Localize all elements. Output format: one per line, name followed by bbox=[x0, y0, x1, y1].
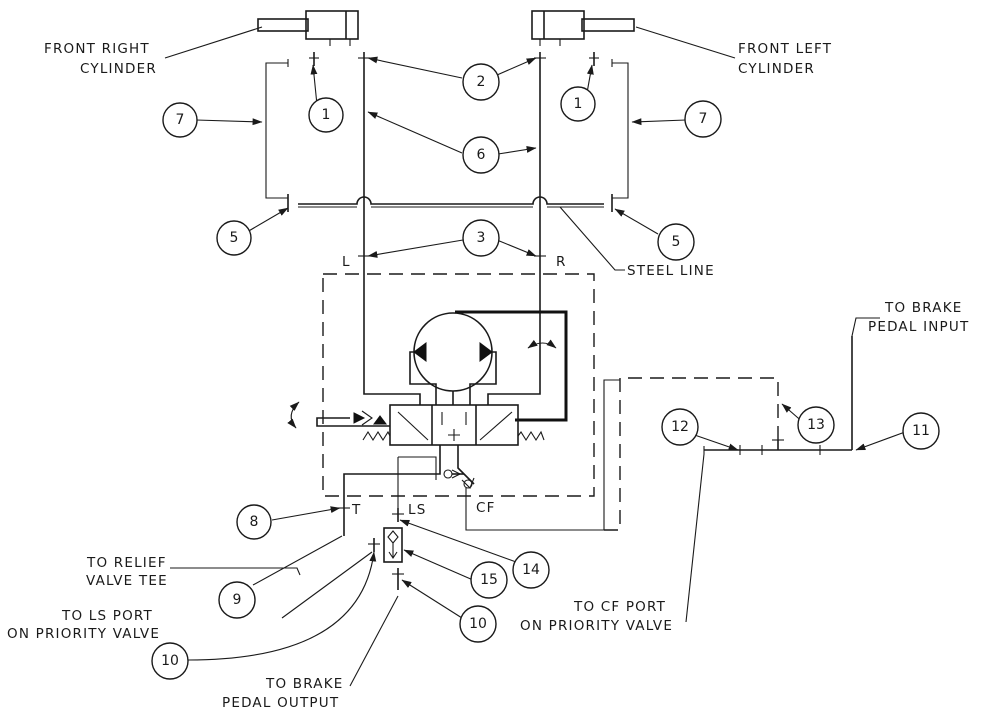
callout-bubble: 7 bbox=[162, 102, 198, 138]
svg-text:1: 1 bbox=[322, 107, 331, 123]
cf-dashed-line bbox=[604, 377, 779, 531]
svg-text:15: 15 bbox=[480, 572, 498, 588]
to-brake-pedal-input-label: PEDAL INPUT bbox=[868, 319, 969, 335]
callout-bubble: 1 bbox=[560, 86, 596, 122]
callout-bubble: 7 bbox=[684, 100, 722, 138]
callout-bubble: 6 bbox=[462, 136, 500, 174]
callout-bubble: 5 bbox=[216, 220, 252, 256]
to-ls-port-label: ON PRIORITY VALVE bbox=[7, 626, 160, 642]
front-right-cylinder-label: CYLINDER bbox=[80, 61, 157, 77]
to-brake-pedal-output-label: PEDAL OUTPUT bbox=[222, 695, 339, 711]
callout-bubble: 2 bbox=[462, 63, 500, 101]
front-right-cylinder-label: FRONT RIGHT bbox=[44, 41, 150, 57]
callout-bubble: 9 bbox=[218, 581, 256, 619]
brake-input-line bbox=[685, 317, 880, 623]
to-relief-valve-tee-label: VALVE TEE bbox=[86, 573, 168, 589]
callout-leaders bbox=[170, 56, 906, 687]
svg-text:5: 5 bbox=[672, 234, 681, 250]
svg-text:10: 10 bbox=[469, 616, 487, 632]
svg-text:11: 11 bbox=[912, 423, 930, 439]
port-fittings bbox=[338, 503, 404, 590]
front-left-cylinder-label: CYLINDER bbox=[738, 61, 815, 77]
to-brake-pedal-output-label: TO BRAKE bbox=[265, 676, 343, 692]
front-right-cylinder-leader bbox=[164, 26, 263, 59]
svg-text:6: 6 bbox=[477, 147, 486, 163]
callout-bubble: 8 bbox=[236, 504, 272, 540]
port-label-l: L bbox=[342, 254, 351, 270]
callout-bubble: 1 bbox=[308, 97, 344, 133]
callout-bubble: 10 bbox=[151, 642, 189, 680]
callout-bubble: 12 bbox=[661, 408, 699, 446]
to-brake-pedal-input-label: TO BRAKE bbox=[884, 300, 962, 316]
front-left-cylinder-symbol bbox=[531, 10, 635, 46]
svg-text:13: 13 bbox=[807, 417, 825, 433]
svg-text:1: 1 bbox=[574, 96, 583, 112]
to-cf-port-label: TO CF PORT bbox=[573, 599, 666, 615]
hose-loops bbox=[265, 52, 629, 212]
svg-text:7: 7 bbox=[699, 111, 708, 127]
front-right-cylinder-symbol bbox=[257, 10, 359, 46]
svg-text:7: 7 bbox=[176, 112, 185, 128]
svg-text:2: 2 bbox=[477, 74, 486, 90]
svg-text:5: 5 bbox=[230, 230, 239, 246]
svg-text:3: 3 bbox=[477, 230, 486, 246]
front-left-cylinder-leader bbox=[635, 26, 736, 59]
port-label-cf: CF bbox=[476, 500, 496, 516]
svg-text:9: 9 bbox=[233, 592, 242, 608]
svg-text:12: 12 bbox=[671, 419, 689, 435]
callout-bubble: 3 bbox=[462, 219, 500, 257]
steel-line-label: STEEL LINE bbox=[627, 263, 715, 279]
callout-bubble: 15 bbox=[470, 561, 508, 599]
to-relief-valve-tee-label: TO RELIEF bbox=[86, 555, 167, 571]
port-label-r: R bbox=[556, 254, 567, 270]
steel-lines bbox=[298, 52, 604, 390]
port-label-t: T bbox=[351, 502, 361, 518]
svg-text:10: 10 bbox=[161, 653, 179, 669]
front-left-cylinder-label: FRONT LEFT bbox=[738, 41, 832, 57]
svg-text:8: 8 bbox=[250, 514, 259, 530]
svg-text:14: 14 bbox=[522, 562, 540, 578]
callout-bubble: 11 bbox=[902, 412, 940, 450]
callout-bubble: 10 bbox=[459, 605, 497, 643]
to-cf-port-label: ON PRIORITY VALVE bbox=[520, 618, 673, 634]
callout-bubble: 5 bbox=[657, 223, 695, 261]
port-label-ls: LS bbox=[408, 502, 427, 518]
callout-bubble: 14 bbox=[512, 551, 550, 589]
steering-control-unit bbox=[287, 273, 620, 531]
to-ls-port-label: TO LS PORT bbox=[61, 608, 153, 624]
callout-bubble: 13 bbox=[797, 406, 835, 444]
